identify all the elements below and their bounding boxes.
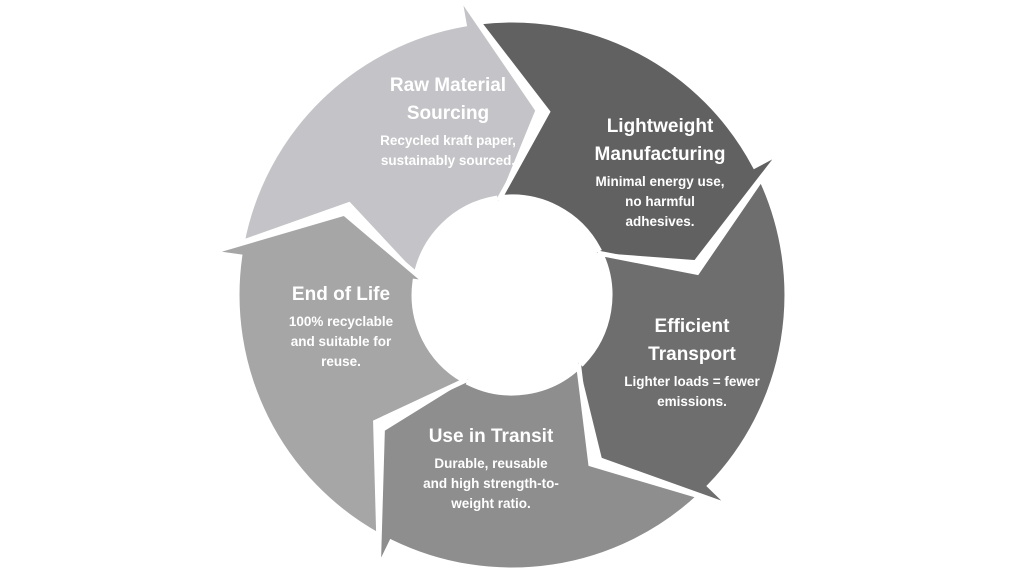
stage-title: End of Life xyxy=(289,281,393,309)
stage-label-efficient-transport: Efficient Transport Lighter loads = fewe… xyxy=(624,313,759,412)
cycle-arrow-segment xyxy=(375,361,705,573)
stage-description: 100% recyclable and suitable for reuse. xyxy=(289,312,393,372)
stage-description-line: 100% recyclable xyxy=(288,314,394,329)
stage-title-line: Raw Material xyxy=(389,75,507,96)
stage-description: Minimal energy use, no harmful adhesives… xyxy=(595,172,726,232)
stage-description-line: Lighter loads = fewer xyxy=(624,374,760,389)
stage-title: Lightweight Manufacturing xyxy=(595,113,726,169)
cycle-arrow-segment xyxy=(473,17,784,266)
stage-label-use-in-transit: Use in Transit Durable, reusable and hig… xyxy=(423,423,559,514)
stage-title-line: Transport xyxy=(648,344,736,365)
stage-description-line: and suitable for xyxy=(290,334,392,349)
stage-description-line: and high strength-to- xyxy=(423,476,559,491)
stage-label-raw-material-sourcing: Raw Material Sourcing Recycled kraft pap… xyxy=(380,72,516,171)
stage-description-line: no harmful xyxy=(625,194,695,209)
cycle-arrow-segment xyxy=(238,0,541,282)
stage-description-line: Durable, reusable xyxy=(434,456,548,471)
stage-title-line: Use in Transit xyxy=(428,426,554,447)
stage-title-line: Efficient xyxy=(654,316,730,337)
stage-description: Recycled kraft paper, sustainably source… xyxy=(380,131,516,171)
stage-title-line: Manufacturing xyxy=(594,144,726,165)
stage-description: Durable, reusable and high strength-to- … xyxy=(423,454,559,514)
stage-description-line: adhesives. xyxy=(625,214,695,229)
cycle-arrow-segment xyxy=(569,173,790,510)
stage-description-line: sustainably sourced. xyxy=(380,153,516,168)
stage-title: Efficient Transport xyxy=(624,313,759,369)
stage-description-line: emissions. xyxy=(657,394,727,409)
cycle-center-hole xyxy=(420,203,604,387)
stage-label-end-of-life: End of Life 100% recyclable and suitable… xyxy=(289,281,393,372)
stage-title-line: End of Life xyxy=(291,284,391,305)
cycle-arrow-segment xyxy=(209,210,470,540)
stage-description-line: Minimal energy use, xyxy=(595,174,725,189)
stage-description: Lighter loads = fewer emissions. xyxy=(624,372,759,412)
stage-title-line: Lightweight xyxy=(606,116,714,137)
stage-title: Use in Transit xyxy=(423,423,559,451)
stage-label-lightweight-manufacturing: Lightweight Manufacturing Minimal energy… xyxy=(595,113,726,232)
stage-title: Raw Material Sourcing xyxy=(380,72,516,128)
stage-description-line: weight ratio. xyxy=(451,496,531,511)
stage-description-line: reuse. xyxy=(321,354,361,369)
stage-title-line: Sourcing xyxy=(406,103,490,124)
stage-description-line: Recycled kraft paper, xyxy=(380,133,516,148)
